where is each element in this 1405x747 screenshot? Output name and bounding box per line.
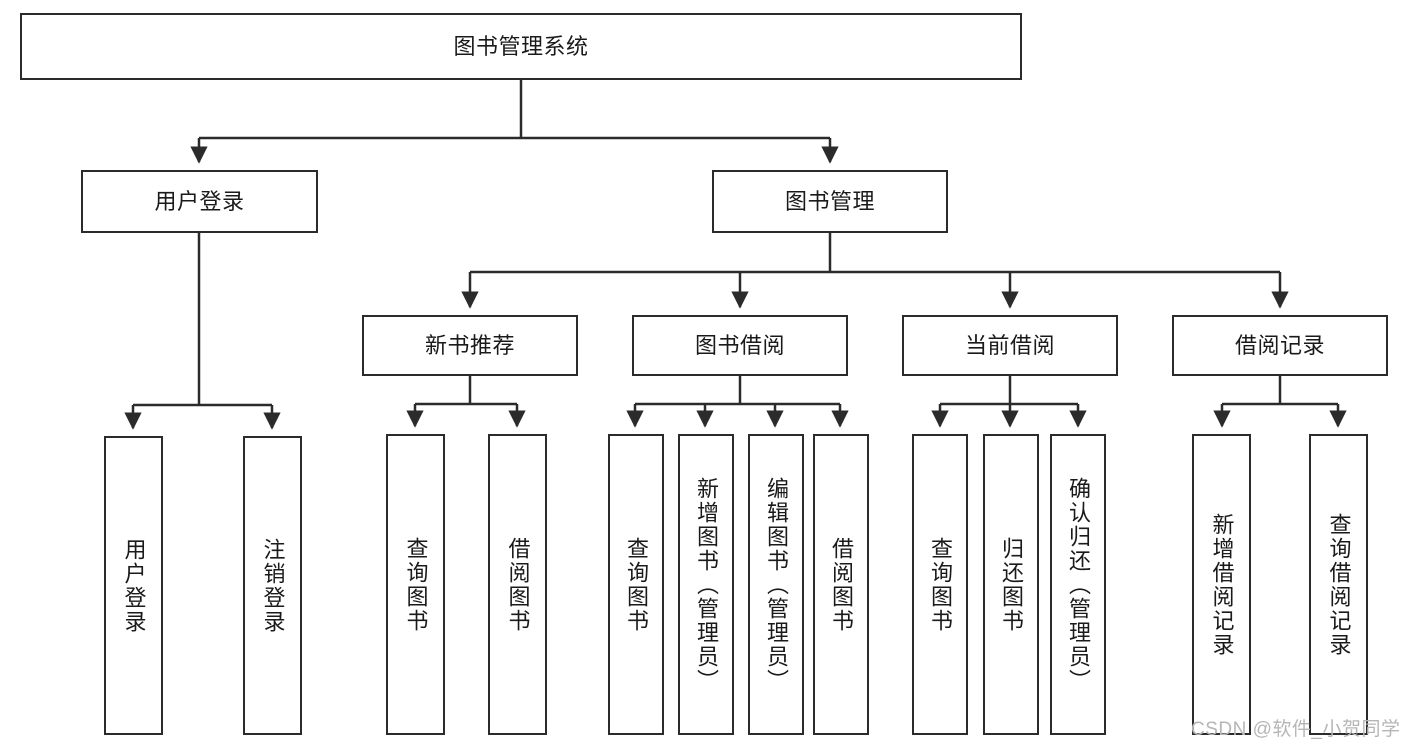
node-leaf-query-record-label: 查询借阅记录 [1326,512,1352,657]
node-leaf-user-login-label: 用户登录 [121,537,147,634]
node-leaf-confirm-return-label: 确认归还（管理员） [1066,476,1091,693]
node-leaf-borrow-book-a-label: 借阅图书 [505,536,531,633]
node-book-management[interactable]: 图书管理 [712,170,948,233]
node-leaf-confirm-return[interactable]: 确认归还（管理员） [1050,434,1106,735]
node-leaf-query-book-a[interactable]: 查询图书 [386,434,445,735]
node-leaf-add-book-label: 新增图书（管理员） [694,476,719,693]
node-leaf-return-book-label: 归还图书 [999,536,1024,633]
node-leaf-query-book-c-label: 查询图书 [928,536,953,633]
node-borrowing-record-label: 借阅记录 [1234,332,1325,358]
node-leaf-borrow-book-a[interactable]: 借阅图书 [488,434,547,735]
node-leaf-user-logout-label: 注销登录 [260,537,286,634]
node-leaf-user-login[interactable]: 用户登录 [104,436,163,735]
node-leaf-user-logout[interactable]: 注销登录 [243,436,302,735]
node-leaf-query-book-b[interactable]: 查询图书 [608,434,664,735]
node-borrowing-record[interactable]: 借阅记录 [1172,315,1388,376]
node-book-borrowing[interactable]: 图书借阅 [632,315,848,376]
node-current-borrowing[interactable]: 当前借阅 [902,315,1118,376]
node-user-login[interactable]: 用户登录 [81,170,318,233]
node-book-management-label: 图书管理 [784,188,875,214]
node-leaf-borrow-book-b[interactable]: 借阅图书 [813,434,869,735]
node-leaf-add-book[interactable]: 新增图书（管理员） [678,434,734,735]
node-leaf-add-record[interactable]: 新增借阅记录 [1192,434,1251,735]
node-leaf-edit-book[interactable]: 编辑图书（管理员） [748,434,804,735]
node-leaf-query-book-b-label: 查询图书 [624,536,649,633]
node-root[interactable]: 图书管理系统 [20,13,1022,80]
node-user-login-label: 用户登录 [154,188,245,214]
node-current-borrowing-label: 当前借阅 [964,332,1055,358]
node-new-book-recommendation-label: 新书推荐 [424,332,515,358]
node-new-book-recommendation[interactable]: 新书推荐 [362,315,578,376]
node-leaf-return-book[interactable]: 归还图书 [983,434,1039,735]
node-root-label: 图书管理系统 [453,33,589,59]
node-book-borrowing-label: 图书借阅 [694,332,785,358]
node-leaf-add-record-label: 新增借阅记录 [1209,512,1235,657]
node-leaf-query-record[interactable]: 查询借阅记录 [1309,434,1368,735]
node-leaf-borrow-book-b-label: 借阅图书 [829,536,854,633]
node-leaf-edit-book-label: 编辑图书（管理员） [764,476,789,693]
node-leaf-query-book-a-label: 查询图书 [403,536,429,633]
node-leaf-query-book-c[interactable]: 查询图书 [912,434,968,735]
